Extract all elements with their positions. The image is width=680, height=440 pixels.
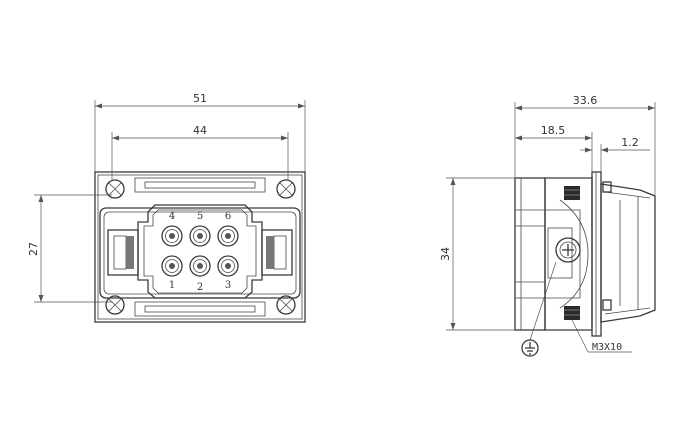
pin-label-4: 4 [169, 211, 175, 222]
pin-label-6: 6 [225, 211, 231, 222]
screw-size-label: M3X10 [592, 342, 622, 353]
front-top-lip [134, 177, 266, 193]
dimension-44-label: 44 [193, 124, 207, 137]
front-view: 4 5 6 1 2 3 51 44 [27, 92, 306, 323]
front-housing-inner [103, 211, 297, 295]
side-view: M3X10 33.6 18.5 1.2 [439, 94, 656, 357]
pin-contact-1 [161, 255, 183, 277]
dimension-44: 44 [111, 124, 289, 180]
dimension-51-label: 51 [193, 92, 207, 105]
dimension-34-label: 34 [439, 247, 452, 261]
screw-leader [571, 319, 589, 353]
ground-screw [547, 227, 581, 279]
pin-contact-2 [189, 255, 211, 277]
latch-right [261, 229, 293, 276]
mounting-hole-bottom-left [105, 295, 125, 315]
dimension-33-6: 33.6 [514, 94, 656, 196]
flange-screw-top [564, 181, 612, 200]
pin-label-3: 3 [225, 280, 231, 291]
ground-leader [529, 261, 557, 341]
dimension-27: 27 [27, 194, 112, 303]
mounting-hole-bottom-right [276, 295, 296, 315]
pin-contact-5 [189, 225, 211, 247]
pin-contact-6 [217, 225, 239, 247]
insert-face [137, 204, 263, 299]
side-rear-body [600, 183, 656, 323]
side-front-block [514, 177, 546, 331]
insert-face-inner [143, 209, 257, 294]
pin-contact-4 [161, 225, 183, 247]
dimension-34: 34 [439, 177, 515, 331]
pin-label-1: 1 [169, 280, 175, 291]
dimension-1-2-label: 1.2 [621, 136, 639, 149]
dimension-18-5: 18.5 [515, 124, 593, 172]
dimension-1-2: 1.2 [580, 136, 650, 172]
ground-icon [521, 339, 539, 357]
dimension-27-label: 27 [27, 242, 40, 256]
pin-label-5: 5 [197, 211, 203, 222]
front-top-lip-inner [144, 181, 256, 189]
pin-contact-3 [217, 255, 239, 277]
latch-left [107, 229, 139, 276]
front-flange-outline [94, 171, 306, 323]
dimension-51: 51 [94, 92, 306, 172]
front-bottom-lip-inner [144, 305, 256, 313]
flange-screw-bottom [564, 299, 612, 320]
dimension-18-5-label: 18.5 [541, 124, 566, 137]
dimension-33-6-label: 33.6 [573, 94, 598, 107]
pin-label-2: 2 [197, 282, 203, 293]
front-bottom-lip [134, 301, 266, 317]
front-flange-inner-edge [97, 174, 303, 320]
mounting-hole-top-left [105, 179, 125, 199]
side-flange [591, 171, 602, 337]
mounting-hole-top-right [276, 179, 296, 199]
